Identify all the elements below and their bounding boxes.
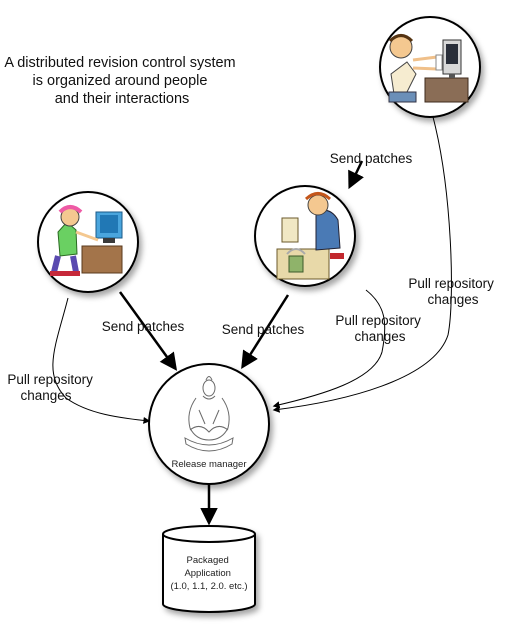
meditating-buddha-icon: [184, 376, 234, 452]
girl-at-computer-icon: [50, 205, 123, 276]
release-manager-circle: [148, 363, 270, 485]
package-label: Packaged Application (1.0, 1.1, 2.0. etc…: [170, 555, 247, 592]
database-cylinder-top: [162, 525, 256, 543]
title-line-3: and their interactions: [55, 91, 190, 107]
edge-top-to-middle-send: [348, 160, 364, 190]
label-pull-top: Pull repository changes: [408, 276, 497, 307]
database-cylinder-body: [162, 534, 256, 613]
developer-top-node: [379, 16, 481, 118]
frustrated-developer-icon: [388, 34, 469, 103]
package-node: [162, 525, 256, 613]
label-send-patches-middle: Send patches: [222, 322, 305, 337]
edge-top-pull: [272, 116, 452, 413]
label-send-patches-left: Send patches: [102, 319, 185, 334]
release-manager-node: Release manager: [148, 363, 270, 485]
title-line-2: is organized around people: [33, 73, 208, 89]
diagram-title: A distributed revision control system is…: [4, 55, 239, 107]
developer-left-node: [37, 191, 139, 293]
release-manager-label: Release manager: [172, 459, 247, 470]
developer-middle-node: [254, 185, 356, 287]
edge-left-pull: [52, 297, 151, 424]
edge-left-to-manager-send: [118, 291, 178, 371]
developer-left-circle: [37, 191, 139, 293]
edge-middle-to-manager-send: [241, 294, 290, 369]
label-pull-left: Pull repository changes: [7, 372, 96, 403]
edge-middle-pull: [272, 289, 386, 409]
label-send-patches-top: Send patches: [330, 151, 413, 166]
label-pull-middle: Pull repository changes: [335, 313, 424, 344]
title-line-1: A distributed revision control system: [4, 55, 235, 71]
messy-developer-icon: [276, 192, 344, 280]
